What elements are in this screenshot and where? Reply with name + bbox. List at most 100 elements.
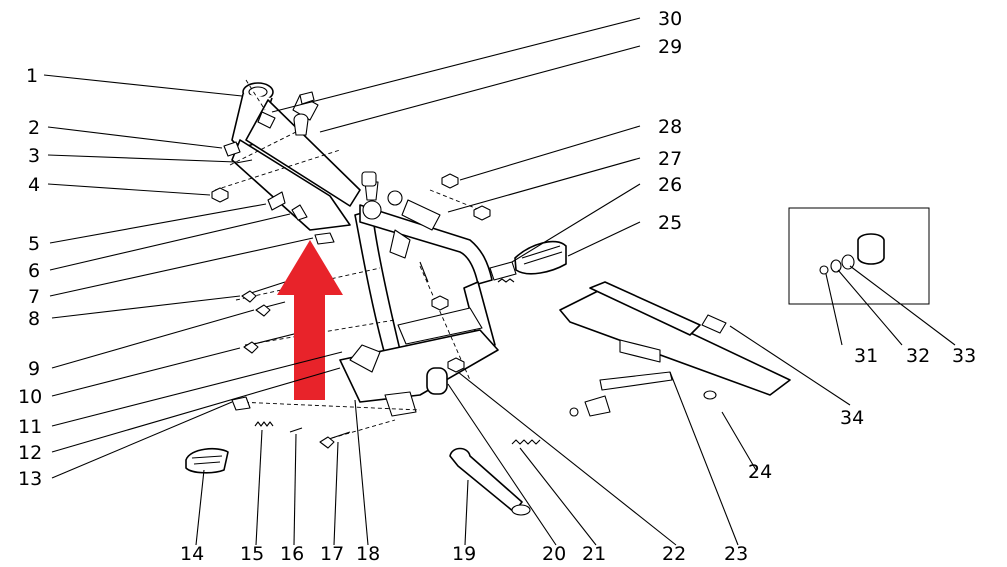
nut-part-28	[441, 173, 459, 189]
upper-boss	[387, 190, 403, 206]
clip-part-6	[291, 204, 308, 221]
callout-20: 20	[542, 543, 566, 565]
footpeg-part-25	[514, 240, 567, 275]
bolt-head-8	[241, 290, 257, 303]
callout-8: 8	[28, 308, 40, 330]
swing-arm-washer	[569, 407, 579, 417]
callout-12: 12	[18, 442, 42, 464]
pin-mid	[419, 261, 429, 283]
swing-arm-stand-rod	[599, 371, 673, 391]
footpeg-right	[489, 240, 567, 283]
callout-18: 18	[356, 543, 380, 565]
bolt-head-10	[243, 341, 259, 354]
washer-part-24	[703, 390, 717, 400]
footpeg-teeth-14	[191, 455, 223, 465]
callout-7: 7	[28, 286, 40, 308]
callout-2: 2	[28, 117, 40, 139]
bolt-part-8	[247, 281, 286, 295]
bolt-head-9	[255, 304, 271, 317]
callout-21: 21	[582, 543, 606, 565]
washer-part-32	[841, 254, 855, 270]
stand-mount-bracket	[384, 391, 417, 417]
bolt-part-30	[299, 91, 315, 105]
washer-part-34	[701, 314, 727, 334]
inset-detail	[788, 207, 930, 305]
callout-25: 25	[658, 212, 682, 234]
callout-10: 10	[18, 386, 42, 408]
bushing-part-29	[293, 113, 309, 136]
callout-labels: 1 2 3 4 5 6 7 8 9 10 11 12 13 14 15 16 1…	[18, 8, 976, 565]
callout-16: 16	[280, 543, 304, 565]
footpeg-spring-26	[497, 278, 515, 283]
bolt-part-7	[314, 232, 335, 245]
callout-24: 24	[748, 461, 772, 483]
callout-6: 6	[28, 260, 40, 282]
cotter-pin-part-16	[289, 427, 303, 433]
footpeg-left	[185, 447, 229, 474]
callout-9: 9	[28, 358, 40, 380]
engine-mount-plate	[397, 307, 483, 345]
nut-inset	[819, 265, 829, 275]
callout-3: 3	[28, 145, 40, 167]
bolt-part-2	[223, 141, 241, 157]
callout-28: 28	[658, 116, 682, 138]
callout-15: 15	[240, 543, 264, 565]
callout-27: 27	[658, 148, 682, 170]
side-stand-foot	[511, 504, 531, 516]
callout-14: 14	[180, 543, 204, 565]
nut-part-4	[211, 187, 229, 203]
footpeg-bracket-26	[489, 261, 517, 281]
callout-1: 1	[26, 65, 38, 87]
head-small-tab	[257, 111, 276, 129]
swing-arm-bracket	[619, 339, 661, 363]
frame-top-tube	[245, 99, 361, 207]
side-stand	[426, 367, 541, 516]
callout-34: 34	[840, 407, 864, 429]
spacer-upper	[361, 171, 377, 187]
bolt-head-17	[319, 436, 335, 449]
nut-part-22	[447, 357, 465, 373]
nut-part-27	[473, 205, 491, 221]
callout-11: 11	[18, 416, 42, 438]
callout-19: 19	[452, 543, 476, 565]
swing-arm-lower-rail	[559, 289, 791, 396]
callout-32: 32	[906, 345, 930, 367]
callout-4: 4	[28, 174, 40, 196]
washer-part-31	[830, 259, 842, 273]
nut-center	[431, 295, 449, 311]
fasteners	[211, 91, 491, 411]
callout-22: 22	[662, 543, 686, 565]
spring-part-15	[254, 421, 274, 427]
swing-arm-stand-bracket	[584, 395, 611, 417]
pivot-boss	[362, 200, 382, 220]
footpeg-part-14	[185, 447, 229, 474]
callout-13: 13	[18, 468, 42, 490]
callout-26: 26	[658, 174, 682, 196]
swing-arm-upper-rail	[589, 281, 701, 336]
clip-part-5	[267, 191, 286, 211]
bushing-part-20	[426, 367, 448, 395]
swing-arm	[559, 281, 791, 417]
pin-part-3	[235, 159, 253, 164]
callout-29: 29	[658, 36, 682, 58]
footpeg-bracket	[349, 344, 381, 373]
frame-rear-bracket	[401, 199, 441, 231]
pin-part-12	[231, 396, 251, 411]
assembly-guides	[214, 79, 481, 441]
spring-part-21	[511, 439, 541, 445]
frame-gusset	[231, 139, 351, 231]
callout-5: 5	[28, 233, 40, 255]
red-arrow-indicator	[277, 240, 343, 400]
footpeg-teeth-25	[521, 245, 563, 265]
bushing-part-33	[857, 233, 885, 265]
callout-23: 23	[724, 543, 748, 565]
callout-31: 31	[854, 345, 878, 367]
main-frame	[231, 82, 499, 417]
leader-lines	[43, 17, 956, 546]
side-stand-part-19	[449, 447, 523, 513]
callout-33: 33	[952, 345, 976, 367]
shock-mount-tab	[389, 229, 411, 259]
callout-17: 17	[320, 543, 344, 565]
